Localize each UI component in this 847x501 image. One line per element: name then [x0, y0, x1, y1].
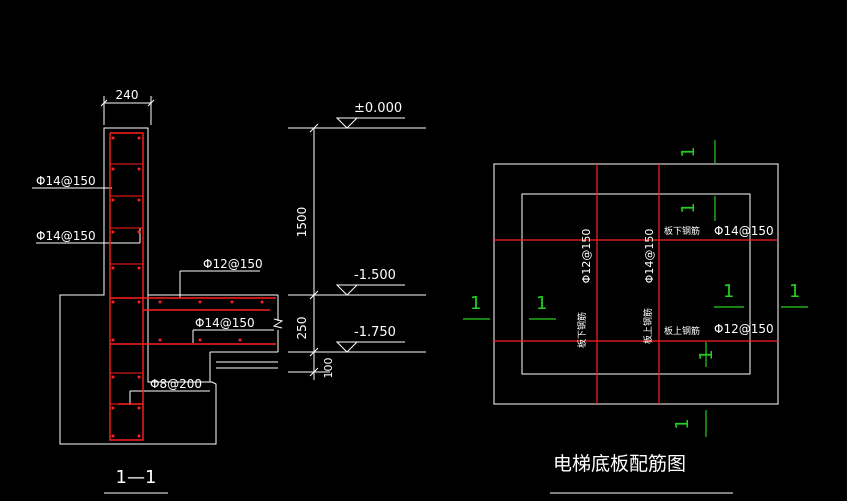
rebar-label-wall-outer: Φ14@150: [36, 174, 96, 188]
plan-label-rebar-mid: Φ14@150: [643, 229, 656, 284]
section-text: 240 Φ14@150 Φ14@150 Φ12@150 Φ14@150 Φ8@2…: [36, 88, 402, 488]
rebar-label-slab-bottom: Φ14@150: [195, 316, 255, 330]
wall-width-label: 240: [116, 88, 139, 102]
wall-stirrups: [110, 163, 143, 405]
plan-view: [463, 140, 808, 494]
elevation-slab-top: -1.500: [354, 268, 396, 283]
plan-inner-rect: [521, 193, 751, 375]
section-marks: [463, 140, 808, 437]
plan-label-h-bottom: 板下钢筋: [664, 225, 700, 237]
wall-outline: [59, 127, 217, 445]
wall-rebar-cage: [109, 132, 144, 441]
plan-label-rebar-right-bottom: Φ12@150: [714, 322, 774, 336]
rebar-label-wall-inner: Φ14@150: [36, 229, 96, 243]
dim-tick-1: [309, 123, 319, 133]
plan-label-v-top: 板上钢筋: [642, 308, 654, 344]
section-mark-label-left-inner: 1: [536, 293, 547, 314]
plan-label-rebar-left: Φ12@150: [580, 229, 593, 284]
dim-slab-thickness: 250: [295, 317, 309, 340]
plan-label-h-top: 板上钢筋: [664, 325, 700, 337]
break-mark: [272, 318, 284, 329]
plan-label-rebar-right-top: Φ14@150: [714, 224, 774, 238]
elevation-slab-bottom: -1.750: [354, 325, 396, 340]
section-mark-label-bottom-outer: 1: [672, 418, 693, 429]
dim-tick-3: [309, 347, 319, 357]
plan-outer-rect: [493, 163, 779, 405]
elevation-top: ±0.000: [354, 101, 402, 116]
section-mark-label-right-inner: 1: [723, 281, 734, 302]
plan-label-v-bottom: 板下钢筋: [576, 312, 588, 348]
wall-width-tick-left: [100, 99, 108, 107]
rebar-label-stirrup: Φ8@200: [150, 377, 202, 391]
plan-text: 板下钢筋 Φ12@150 Φ14@150 板上钢筋 板下钢筋 板上钢筋 Φ14@…: [576, 224, 774, 348]
section-mark-label-left-outer: 1: [470, 293, 481, 314]
rebar-label-slab-top: Φ12@150: [203, 257, 263, 271]
dim-tick-4: [309, 367, 319, 377]
section-mark-text: 1 1 1 1 1 1 1 1: [470, 146, 800, 429]
section-mark-label-right-outer: 1: [789, 281, 800, 302]
dim-cushion: 100: [322, 358, 335, 379]
section-title: 1—1: [116, 467, 157, 488]
wall-width-tick-right: [147, 99, 155, 107]
section-mark-label-top-inner: 1: [678, 202, 699, 213]
dim-wall-height: 1500: [295, 207, 309, 238]
section-1-1: [32, 96, 426, 494]
rebar-dots: [111, 136, 264, 438]
elev-marker-top: [335, 117, 405, 129]
elev-marker-slab-top: [335, 284, 405, 296]
elev-marker-slab-bottom: [335, 341, 405, 353]
section-mark-label-top-outer: 1: [678, 146, 699, 157]
dim-tick-2: [309, 290, 319, 300]
plan-rebar-lines: [494, 164, 778, 404]
section-mark-label-bottom-inner: 1: [696, 349, 717, 360]
plan-title: 电梯底板配筋图: [553, 453, 686, 475]
section-rebar: [109, 132, 276, 441]
